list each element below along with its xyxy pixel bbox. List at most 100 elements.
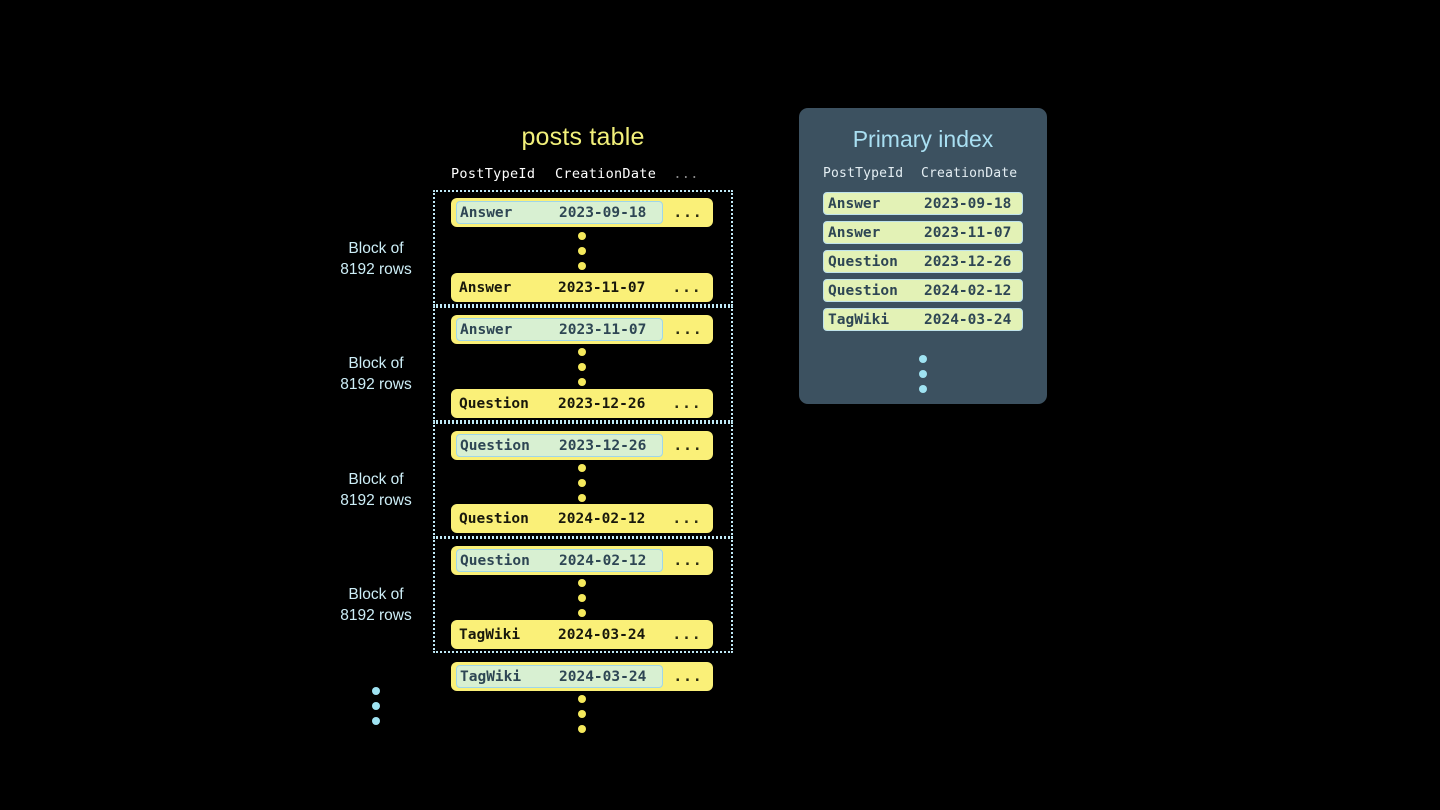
cell-creationdate: 2023-12-26 [558, 395, 646, 412]
index-row[interactable]: Answer 2023-09-18 [823, 192, 1023, 215]
cell-creationdate: 2023-09-18 [559, 204, 647, 221]
index-row[interactable]: Answer 2023-11-07 [823, 221, 1023, 244]
index-ellipsis-dots [799, 355, 1047, 393]
dot [919, 370, 927, 378]
index-cell-creationdate: 2023-12-26 [924, 253, 1012, 270]
dot [578, 479, 586, 487]
dot [578, 494, 586, 502]
cell-more: ... [672, 510, 702, 527]
block-2-label-line1: Block of [348, 355, 404, 372]
cell-posttypeid: Answer [460, 204, 513, 221]
block-4 [433, 537, 733, 653]
dot [578, 348, 586, 356]
primary-index-panel: Primary index PostTypeId CreationDate An… [799, 108, 1047, 404]
table-row[interactable]: Question 2024-02-12 ... [451, 504, 713, 533]
table-row[interactable]: Answer 2023-09-18 ... [451, 198, 713, 227]
index-cell-posttypeid: Question [828, 282, 898, 299]
row-highlight-cells: Question 2024-02-12 [456, 549, 663, 572]
cell-posttypeid: Answer [460, 321, 513, 338]
dot [372, 687, 380, 695]
primary-index-rows: Answer 2023-09-18 Answer 2023-11-07 Ques… [799, 192, 1047, 331]
row-cells: Question 2024-02-12 [456, 507, 661, 530]
block-1-label-line2: 8192 rows [340, 261, 412, 278]
cell-more: ... [673, 552, 703, 569]
block-4-label-line1: Block of [348, 586, 404, 603]
table-ellipsis-dots [576, 695, 588, 733]
block-2-label-line2: 8192 rows [340, 376, 412, 393]
dot [578, 464, 586, 472]
dot [578, 609, 586, 617]
dot [578, 232, 586, 240]
cell-creationdate: 2024-03-24 [558, 626, 646, 643]
cell-creationdate: 2024-02-12 [558, 510, 646, 527]
table-row-trailing[interactable]: TagWiki 2024-03-24 ... [451, 662, 713, 691]
cell-posttypeid: TagWiki [460, 668, 522, 685]
index-cell-creationdate: 2024-03-24 [924, 311, 1012, 328]
index-row[interactable]: TagWiki 2024-03-24 [823, 308, 1023, 331]
table-row[interactable]: Answer 2023-11-07 ... [451, 315, 713, 344]
primary-index-title: Primary index [852, 126, 994, 152]
posts-table-title: posts table [521, 123, 645, 151]
column-header-creationdate: CreationDate [555, 166, 657, 182]
dot [578, 262, 586, 270]
row-ellipsis-dots [576, 348, 588, 386]
cell-more: ... [673, 321, 703, 338]
cell-creationdate: 2024-02-12 [559, 552, 647, 569]
cell-more: ... [672, 626, 702, 643]
index-row[interactable]: Question 2023-12-26 [823, 250, 1023, 273]
block-1-label: Block of 8192 rows [311, 238, 441, 280]
cell-posttypeid: Question [459, 510, 529, 527]
cell-more: ... [672, 279, 702, 296]
index-cell-creationdate: 2023-11-07 [924, 224, 1012, 241]
block-3-label-line2: 8192 rows [340, 492, 412, 509]
table-row[interactable]: TagWiki 2024-03-24 ... [451, 620, 713, 649]
row-cells: Answer 2023-11-07 [456, 276, 661, 299]
cell-creationdate: 2023-11-07 [558, 279, 646, 296]
index-cell-creationdate: 2023-09-18 [924, 195, 1012, 212]
cell-more: ... [673, 437, 703, 454]
dot [578, 710, 586, 718]
table-row[interactable]: Question 2023-12-26 ... [451, 389, 713, 418]
posts-table-section: posts table [433, 120, 733, 154]
block-ellipsis-dots [370, 687, 382, 725]
dot [578, 725, 586, 733]
cell-creationdate: 2024-03-24 [559, 668, 647, 685]
posts-table-column-headers: PostTypeId CreationDate ... [451, 166, 713, 182]
row-highlight-cells: Question 2023-12-26 [456, 434, 663, 457]
table-row[interactable]: Question 2023-12-26 ... [451, 431, 713, 460]
index-cell-posttypeid: Answer [828, 224, 881, 241]
index-row[interactable]: Question 2024-02-12 [823, 279, 1023, 302]
block-2 [433, 306, 733, 422]
index-column-header-creationdate: CreationDate [921, 166, 1018, 181]
row-cells: TagWiki 2024-03-24 [456, 623, 661, 646]
cell-more: ... [673, 668, 703, 685]
row-highlight-cells: Answer 2023-11-07 [456, 318, 663, 341]
row-ellipsis-dots [576, 464, 588, 502]
cell-posttypeid: Question [460, 552, 530, 569]
cell-posttypeid: Answer [459, 279, 512, 296]
table-row[interactable]: Question 2024-02-12 ... [451, 546, 713, 575]
primary-index-column-headers: PostTypeId CreationDate [799, 166, 1047, 181]
cell-more: ... [672, 395, 702, 412]
dot [919, 355, 927, 363]
cell-posttypeid: Question [460, 437, 530, 454]
cell-more: ... [673, 204, 703, 221]
dot [578, 378, 586, 386]
block-3-label-line1: Block of [348, 471, 404, 488]
row-cells: Question 2023-12-26 [456, 392, 661, 415]
cell-creationdate: 2023-12-26 [559, 437, 647, 454]
row-ellipsis-dots [576, 232, 588, 270]
cell-posttypeid: TagWiki [459, 626, 521, 643]
block-2-label: Block of 8192 rows [311, 353, 441, 395]
cell-creationdate: 2023-11-07 [559, 321, 647, 338]
index-cell-posttypeid: TagWiki [828, 311, 890, 328]
index-cell-creationdate: 2024-02-12 [924, 282, 1012, 299]
index-cell-posttypeid: Question [828, 253, 898, 270]
column-header-posttypeid: PostTypeId [451, 166, 536, 182]
block-4-label: Block of 8192 rows [311, 584, 441, 626]
dot [578, 579, 586, 587]
dot [578, 247, 586, 255]
table-row[interactable]: Answer 2023-11-07 ... [451, 273, 713, 302]
cell-posttypeid: Question [459, 395, 529, 412]
dot [578, 594, 586, 602]
